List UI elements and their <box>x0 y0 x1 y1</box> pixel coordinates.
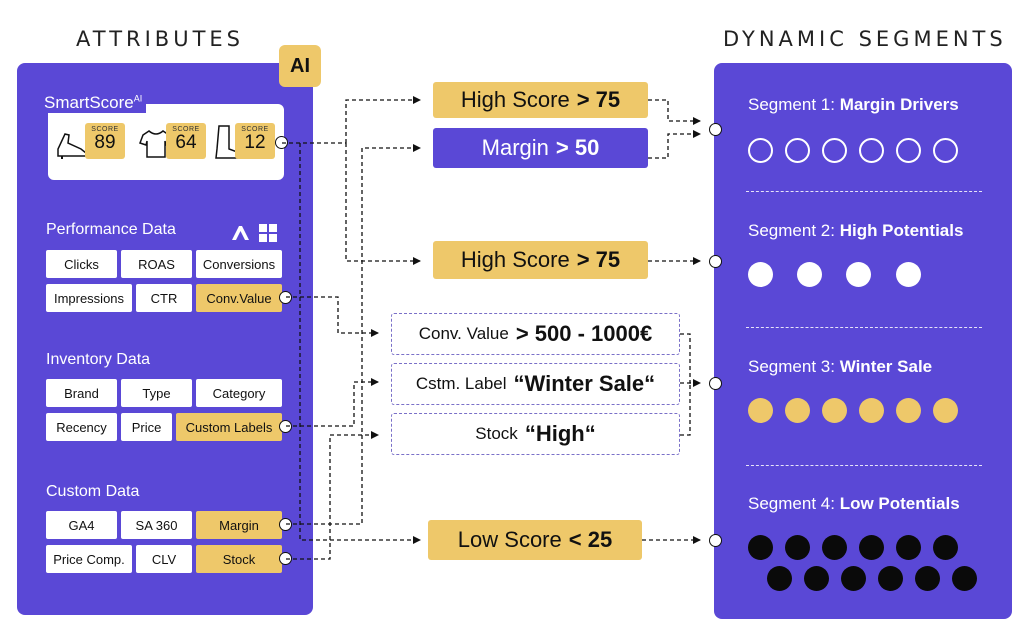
score-value: 64 <box>175 132 197 153</box>
chip-category: Category <box>196 379 282 407</box>
chip-price: Price <box>121 413 172 441</box>
segment-dot <box>933 138 958 163</box>
segment-dot <box>846 262 871 287</box>
segment-1-port <box>709 123 722 136</box>
score-value: 89 <box>94 132 116 153</box>
chip-conv-value: Conv.Value <box>196 284 282 312</box>
attributes-heading: ATTRIBUTES <box>76 27 245 51</box>
segment-dot <box>859 398 884 423</box>
rule-conv-value: Conv. Value> 500 - 1000€ <box>391 313 680 355</box>
conv-value-port <box>279 291 292 304</box>
segment-dot <box>896 138 921 163</box>
chip-stock: Stock <box>196 545 282 573</box>
segment-dot <box>748 262 773 287</box>
segment-dot <box>915 566 940 591</box>
google-ads-icon <box>232 226 249 240</box>
inventory-data-label: Inventory Data <box>46 351 151 368</box>
rule-custom-label: Cstm. Label“Winter Sale“ <box>391 363 680 405</box>
segment-dot <box>748 138 773 163</box>
segment-1-title: Segment 1: Margin Drivers <box>748 95 959 114</box>
segment-divider <box>746 191 982 192</box>
chip-conversions: Conversions <box>196 250 282 278</box>
segment-dot <box>896 398 921 423</box>
rule-high-score-2: High Score> 75 <box>433 241 648 279</box>
segment-3-port <box>709 377 722 390</box>
segment-dot <box>785 138 810 163</box>
segment-dot <box>748 535 773 560</box>
chip-roas: ROAS <box>121 250 192 278</box>
custom-data-label: Custom Data <box>46 483 140 500</box>
segment-divider <box>746 465 982 466</box>
rule-low-score: Low Score< 25 <box>428 520 642 560</box>
segment-3-title: Segment 3: Winter Sale <box>748 357 933 376</box>
segment-dot <box>804 566 829 591</box>
chip-price-comp: Price Comp. <box>46 545 132 573</box>
segment-dot <box>933 535 958 560</box>
chip-type: Type <box>121 379 192 407</box>
segment-dot <box>785 398 810 423</box>
rule-margin: Margin> 50 <box>433 128 648 168</box>
segment-2-port <box>709 255 722 268</box>
segment-dot <box>785 535 810 560</box>
segment-4-title: Segment 4: Low Potentials <box>748 494 960 513</box>
dynamic-segments-heading: DYNAMIC SEGMENTS <box>723 27 1007 51</box>
chip-impressions: Impressions <box>46 284 132 312</box>
segment-dot <box>952 566 977 591</box>
chip-custom-labels: Custom Labels <box>176 413 282 441</box>
smartscore-label: SmartScoreAI <box>44 93 147 113</box>
custom-labels-port <box>279 420 292 433</box>
smartscore-box: SCORE 89 SCORE 64 SCORE 12 <box>48 104 284 180</box>
segment-dot <box>767 566 792 591</box>
microsoft-icon <box>259 224 277 242</box>
score-value: 12 <box>244 132 266 153</box>
segment-2-title: Segment 2: High Potentials <box>748 221 964 240</box>
chip-clv: CLV <box>136 545 192 573</box>
ai-badge: AI <box>279 45 321 87</box>
chip-margin: Margin <box>196 511 282 539</box>
segment-dot <box>748 398 773 423</box>
segment-dot <box>859 535 884 560</box>
segment-dot <box>841 566 866 591</box>
segment-dot <box>797 262 822 287</box>
chip-brand: Brand <box>46 379 117 407</box>
chip-clicks: Clicks <box>46 250 117 278</box>
segment-dot <box>878 566 903 591</box>
segment-dot <box>896 535 921 560</box>
segment-dot <box>896 262 921 287</box>
chip-sa360: SA 360 <box>121 511 192 539</box>
chip-ga4: GA4 <box>46 511 117 539</box>
segment-divider <box>746 327 982 328</box>
segment-dot <box>933 398 958 423</box>
rule-stock: Stock“High“ <box>391 413 680 455</box>
segment-dot <box>859 138 884 163</box>
performance-data-label: Performance Data <box>46 221 176 238</box>
segment-4-port <box>709 534 722 547</box>
chip-recency: Recency <box>46 413 117 441</box>
smartscore-port <box>275 136 288 149</box>
stock-port <box>279 552 292 565</box>
segment-dot <box>822 138 847 163</box>
chip-ctr: CTR <box>136 284 192 312</box>
segment-dot <box>822 535 847 560</box>
segment-dot <box>822 398 847 423</box>
margin-port <box>279 518 292 531</box>
rule-high-score-1: High Score> 75 <box>433 82 648 118</box>
